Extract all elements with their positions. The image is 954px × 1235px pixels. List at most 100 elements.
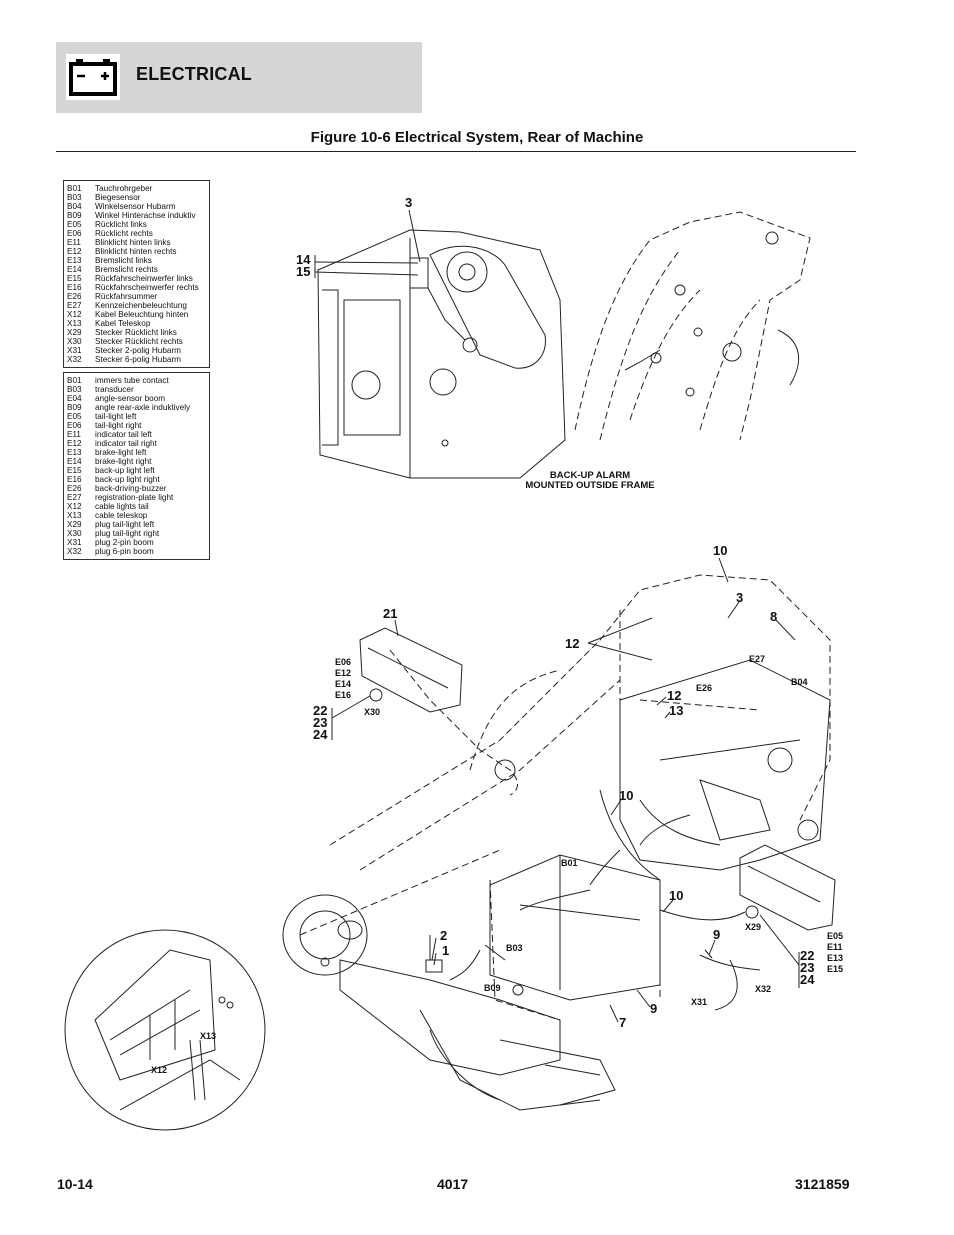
backup-alarm-line-2: MOUNTED OUTSIDE FRAME <box>525 480 655 491</box>
battery-icon <box>66 54 120 100</box>
backup-alarm-line-1: BACK-UP ALARM <box>549 470 631 481</box>
callout-8: 8 <box>770 609 778 624</box>
legend-code: E13 <box>67 448 82 457</box>
legend-description: Rückfahrsummer <box>95 292 158 301</box>
legend-description: angle-sensor boom <box>95 394 166 403</box>
legend-description: Tauchrohrgeber <box>95 184 153 193</box>
legend-description: registration-plate light <box>95 493 174 502</box>
legend-description: indicator tail right <box>95 439 157 448</box>
callout-9-a: 9 <box>713 927 721 942</box>
callout-23-right: 23 <box>800 960 815 975</box>
legend-description: tail-light left <box>95 412 137 421</box>
legend-row: E05 tail-light left <box>64 412 209 421</box>
label-x13: X13 <box>200 1031 217 1041</box>
legend-code: X30 <box>67 529 82 538</box>
leader-lines <box>314 209 800 1023</box>
legend-code: B03 <box>67 193 82 202</box>
callout-2: 2 <box>440 928 448 943</box>
legend-description: cable lights tail <box>95 502 149 511</box>
tank-drawing <box>489 854 661 1001</box>
legend-description: plug 2-pin boom <box>95 538 154 547</box>
legend-description: Bremslicht rechts <box>95 265 158 274</box>
legend-description: tail-light right <box>95 421 142 430</box>
legend-description: transducer <box>95 385 134 394</box>
legend-description: Kabel Teleskop <box>95 319 151 328</box>
legend-code: B09 <box>67 211 82 220</box>
legend-code: B04 <box>67 202 82 211</box>
legend-description: Stecker 6-polig Hubarm <box>95 355 182 364</box>
label-x12: X12 <box>151 1065 168 1075</box>
title-divider <box>56 151 856 152</box>
legend-description: angle rear-axle induktively <box>95 403 191 412</box>
legend-code: E05 <box>67 220 82 229</box>
tail-light-right-drawing <box>359 627 516 781</box>
legend-code: B09 <box>67 403 82 412</box>
legend-description: back-driving-buzzer <box>95 484 167 493</box>
legend-code: B01 <box>67 184 82 193</box>
legend-code: X29 <box>67 328 82 337</box>
legend-description: Stecker Rücklicht rechts <box>95 337 183 346</box>
legend-code: E13 <box>67 256 82 265</box>
callout-21: 21 <box>383 606 398 621</box>
callout-24-right: 24 <box>800 972 815 987</box>
legend-description: Kennzeichenbeleuchtung <box>95 301 187 310</box>
label-e27: E27 <box>749 654 766 664</box>
callout-14: 14 <box>296 252 311 267</box>
legend-code: E05 <box>67 412 82 421</box>
backup-alarm-note: BACK-UP ALARM MOUNTED OUTSIDE FRAME <box>505 471 675 491</box>
wiring-harness <box>449 814 761 1011</box>
legend-code: E12 <box>67 247 82 256</box>
legend-description: Rücklicht rechts <box>95 229 153 238</box>
legend-code: X32 <box>67 355 82 364</box>
callout-12-a: 12 <box>565 636 580 651</box>
legend-code: E15 <box>67 274 82 283</box>
callout-10-low: 10 <box>669 888 684 903</box>
label-x29: X29 <box>745 922 762 932</box>
legend-code: X13 <box>67 511 82 520</box>
rear-axle-drawing <box>282 894 616 1111</box>
inset-detail <box>64 929 266 1131</box>
label-x30: X30 <box>364 707 381 717</box>
legend-row: E13 brake-light left <box>64 448 209 457</box>
legend-description: Bremslicht links <box>95 256 152 265</box>
footer-manual-number: 3121859 <box>795 1176 850 1192</box>
footer-page-number: 10-14 <box>57 1176 93 1192</box>
footer-model: 4017 <box>437 1176 469 1192</box>
callout-22-right: 22 <box>800 948 815 963</box>
label-b04: B04 <box>791 677 808 687</box>
callout-24-left: 24 <box>313 727 328 742</box>
legend-code: B03 <box>67 385 82 394</box>
label-e11: E11 <box>827 942 843 952</box>
callout-12-b: 12 <box>667 688 682 703</box>
label-b01: B01 <box>561 858 578 868</box>
upper-frame-dashed <box>574 211 811 441</box>
label-b03: B03 <box>506 943 523 953</box>
legend-description: indicator tail left <box>95 430 152 439</box>
legend-description: brake-light left <box>95 448 147 457</box>
legend-row: B09 angle rear-axle induktively <box>64 403 209 412</box>
legend-description: Biegesensor <box>95 193 141 202</box>
legend-description: back-up light right <box>95 475 160 484</box>
label-e26: E26 <box>696 683 713 693</box>
